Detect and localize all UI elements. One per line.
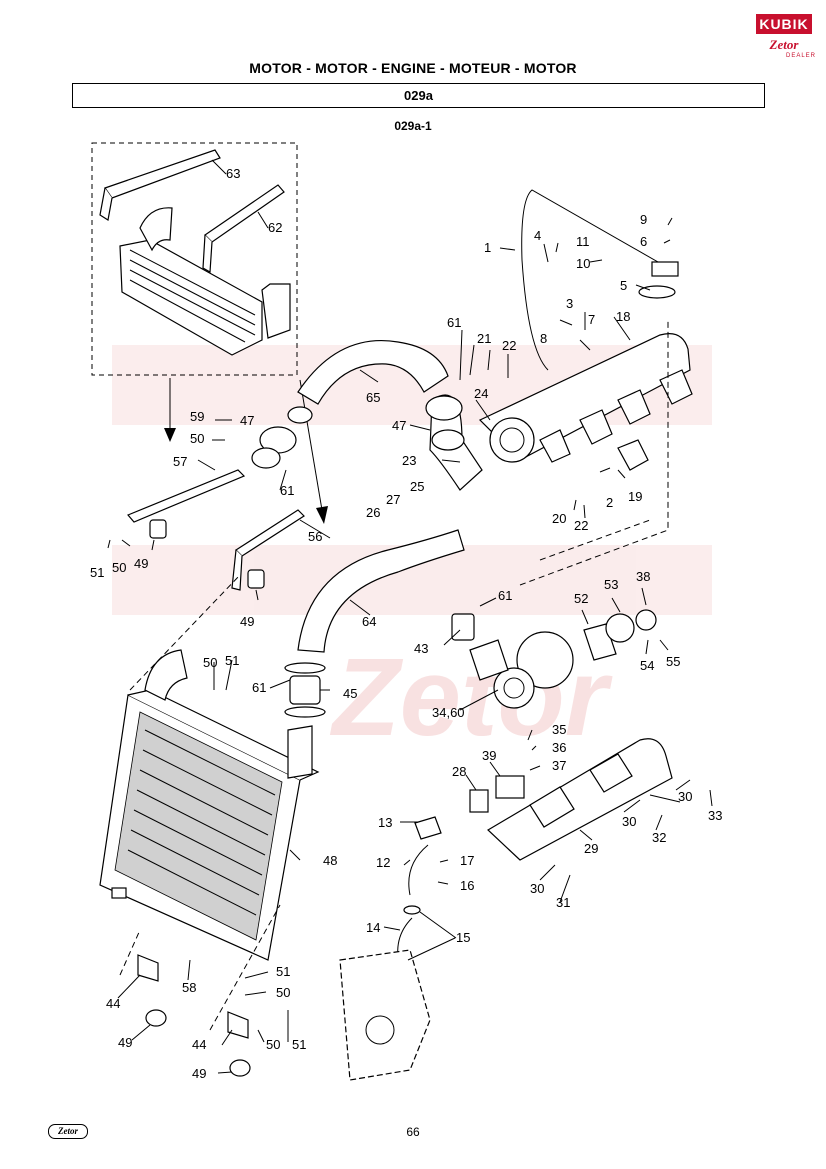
callout-51-left: 51 [90, 565, 104, 580]
callout-9: 9 [640, 212, 647, 227]
callout-39: 39 [482, 748, 496, 763]
callout-55: 55 [666, 654, 680, 669]
callout-30-bottom: 30 [530, 881, 544, 896]
turbocharger [451, 613, 574, 709]
callout-22-bottom: 22 [574, 518, 588, 533]
callout-57: 57 [173, 454, 187, 469]
callout-61-turbo: 61 [498, 588, 512, 603]
callout-49-bottom-left: 49 [118, 1035, 132, 1050]
callout-61-top: 61 [447, 315, 461, 330]
logo-kubik-text: KUBIK [756, 14, 812, 34]
callout-52: 52 [574, 591, 588, 606]
callout-65: 65 [366, 390, 380, 405]
callout-3: 3 [566, 296, 573, 311]
callout-30-mid: 30 [622, 814, 636, 829]
callout-20: 20 [552, 511, 566, 526]
callout-11: 11 [576, 234, 590, 249]
page-number: 66 [406, 1125, 420, 1139]
callout-63: 63 [226, 166, 240, 181]
callout-62: 62 [268, 220, 282, 235]
callout-35: 35 [552, 722, 566, 737]
intercooler [99, 649, 320, 961]
callout-44-left: 44 [106, 996, 120, 1011]
callout-28: 28 [452, 764, 466, 779]
callout-50-bottom: 50 [266, 1037, 280, 1052]
callout-8: 8 [540, 331, 547, 346]
callout-15: 15 [456, 930, 470, 945]
callout-1: 1 [484, 240, 491, 255]
callout-26: 26 [366, 505, 380, 520]
callout-61-left: 61 [252, 680, 266, 695]
callout-58: 58 [182, 980, 196, 995]
callout-17: 17 [460, 853, 474, 868]
callout-64: 64 [362, 614, 376, 629]
callout-33: 33 [708, 808, 722, 823]
callout-50-mid: 50 [203, 655, 217, 670]
callout-49-left: 49 [134, 556, 148, 571]
zetor-footer-logo: Zetor [48, 1124, 88, 1139]
callout-54: 54 [640, 658, 654, 673]
logo-zetor-text: Zetor [769, 37, 799, 52]
detail-frame [91, 142, 298, 376]
logo-dealer-text: DEALER [785, 53, 816, 59]
callout-27: 27 [386, 492, 400, 507]
page-title: MOTOR - MOTOR - ENGINE - MOTEUR - MOTOR [249, 60, 577, 76]
callout-7: 7 [588, 312, 595, 327]
callout-50-left: 50 [112, 560, 126, 575]
callout-37: 37 [552, 758, 566, 773]
callout-22-top: 22 [502, 338, 516, 353]
callout-61-mid: 61 [280, 483, 294, 498]
callout-30-right: 30 [678, 789, 692, 804]
callout-50-lower: 50 [276, 985, 290, 1000]
callout-23: 23 [402, 453, 416, 468]
callout-13: 13 [378, 815, 392, 830]
callout-2: 2 [606, 495, 613, 510]
callout-21: 21 [477, 331, 491, 346]
callout-16: 16 [460, 878, 474, 893]
callout-59: 59 [190, 409, 204, 424]
callout-6: 6 [640, 234, 647, 249]
callout-38: 38 [636, 569, 650, 584]
callout-14: 14 [366, 920, 380, 935]
callout-18: 18 [616, 309, 630, 324]
callout-31: 31 [556, 895, 570, 910]
callout-25: 25 [410, 479, 424, 494]
callout-36: 36 [552, 740, 566, 755]
callout-12: 12 [376, 855, 390, 870]
callout-19: 19 [628, 489, 642, 504]
callout-50-upper: 50 [190, 431, 204, 446]
callout-24: 24 [474, 386, 488, 401]
callout-5: 5 [620, 278, 627, 293]
callout-51-mid: 51 [225, 653, 239, 668]
callout-29: 29 [584, 841, 598, 856]
callout-34-60: 34,60 [432, 705, 465, 720]
callout-10: 10 [576, 256, 590, 271]
callout-53: 53 [604, 577, 618, 592]
callout-48: 48 [323, 853, 337, 868]
callout-44-right: 44 [192, 1037, 206, 1052]
callout-49-mid: 49 [240, 614, 254, 629]
exhaust-manifold [478, 333, 693, 471]
callout-47-left: 47 [240, 413, 254, 428]
callout-32: 32 [652, 830, 666, 845]
callout-51-lower: 51 [276, 964, 290, 979]
callout-4: 4 [534, 228, 541, 243]
kubik-zetor-logo: KUBIK Zetor DEALER [752, 12, 818, 64]
callout-47-right: 47 [392, 418, 406, 433]
section-code: 029a [72, 83, 765, 108]
callout-43: 43 [414, 641, 428, 656]
callout-56: 56 [308, 529, 322, 544]
callout-49-bottom: 49 [192, 1066, 206, 1081]
upper-cooler-group [99, 149, 291, 356]
callout-51-bottom: 51 [292, 1037, 306, 1052]
callout-45: 45 [343, 686, 357, 701]
figure-code: 029a-1 [394, 119, 432, 133]
